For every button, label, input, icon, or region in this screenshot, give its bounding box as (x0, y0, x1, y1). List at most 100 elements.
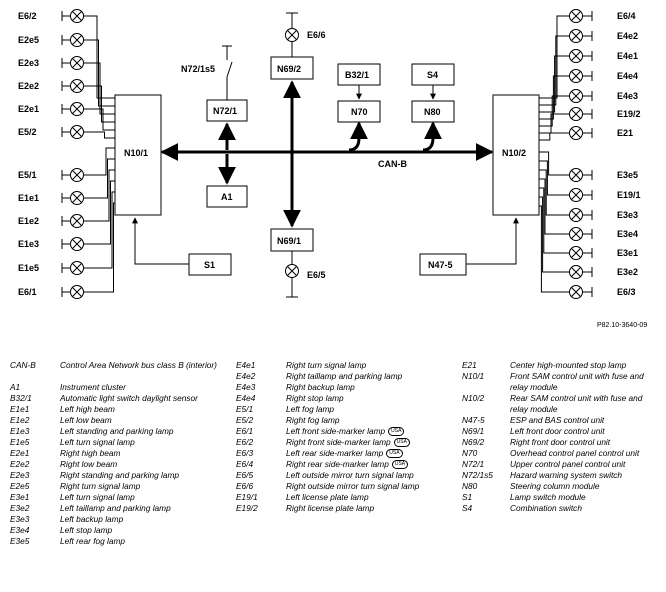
module-s4-label: S4 (427, 70, 438, 80)
legend-code: E4e1 (236, 360, 256, 370)
legend-description-text: Left turn signal lamp (60, 492, 135, 502)
module-n70-label: N70 (351, 107, 368, 117)
legend-code: N69/1 (462, 426, 485, 436)
lamp-cross (72, 58, 82, 68)
legend-description-text: Steering column module (510, 481, 600, 491)
legend-description: Right low beam (60, 459, 220, 470)
legend-code: N69/2 (462, 437, 485, 447)
lamp-label: E2e5 (18, 35, 39, 45)
legend-description: Left outside mirror turn signal lamp (286, 470, 446, 481)
legend-description-text: Lamp switch module (510, 492, 586, 502)
module-s1-label: S1 (204, 260, 215, 270)
lamp-cross (571, 11, 581, 21)
lamp-cross (571, 109, 581, 119)
legend-description-text: Left low beam (60, 415, 112, 425)
module-n72-1-label: N72/1 (213, 106, 237, 116)
legend-code: E2e2 (10, 459, 30, 469)
legend-code: E1e1 (10, 404, 30, 414)
lamp-cross (72, 239, 82, 249)
legend-description: Right turn signal lamp (286, 360, 446, 371)
legend-description: Instrument cluster (60, 382, 220, 393)
legend-code: E6/5 (236, 470, 254, 480)
module-a1 (206, 185, 248, 208)
legend-description-text: Right rear side-marker lamp (286, 459, 389, 469)
module-n10-2 (492, 94, 540, 216)
lamp-e6-5-label: E6/5 (307, 270, 326, 280)
module-n10-1-label: N10/1 (124, 148, 148, 158)
legend-description: Left fog lamp (286, 404, 446, 415)
module-n69-1-label: N69/1 (277, 236, 301, 246)
module-n69-2 (270, 56, 314, 80)
legend-description: Combination switch (510, 503, 662, 514)
legend-entry: E19/2 Right license plate lamp (236, 503, 446, 514)
lamp-wire (539, 151, 570, 176)
lamp-label: E1e3 (18, 239, 39, 249)
legend-description: Rear SAM control unit with fuse and rela… (510, 393, 662, 415)
legend-description-text: Control Area Network bus class B (interi… (60, 360, 217, 370)
lamp-label: E5/1 (18, 170, 37, 180)
legend-description-text: Left rear side-marker lamp (286, 448, 384, 458)
usa-badge-icon: USA (386, 449, 403, 459)
lamp-cross (72, 35, 82, 45)
legend-entry: E5/1 Left fog lamp (236, 404, 446, 415)
legend-code: N47-5 (462, 415, 485, 425)
lamp-label: E21 (617, 128, 633, 138)
legend-description: Right backup lamp (286, 382, 446, 393)
lamp-cross (72, 127, 82, 137)
lamp-label: E6/1 (18, 287, 37, 297)
legend-description-text: Right license plate lamp (286, 503, 375, 513)
lamp-wire (83, 169, 115, 222)
legend-description-text: Right fog lamp (286, 415, 340, 425)
lamp-cross (571, 31, 581, 41)
legend-description: Upper control panel control unit (510, 459, 662, 470)
legend-code: E4e4 (236, 393, 256, 403)
module-n10-1 (114, 94, 162, 216)
legend-code: E6/3 (236, 448, 254, 458)
legend-description-text: Right low beam (60, 459, 118, 469)
lamp-label: E3e3 (617, 210, 638, 220)
legend-description-text: Left backup lamp (60, 514, 124, 524)
lamp-wire (539, 178, 570, 235)
legend-description-text: Automatic light switch daylight sensor (60, 393, 198, 403)
legend-description: Left low beam (60, 415, 220, 426)
lamp-label: E6/2 (18, 11, 37, 21)
lamp-wire (83, 131, 115, 139)
lamp-cross (571, 248, 581, 258)
legend-description: Right standing and parking lamp (60, 470, 220, 481)
lamp-cross (72, 287, 82, 297)
legend-code: S1 (462, 492, 473, 502)
link-n70-bus (348, 121, 368, 152)
legend-code: E4e2 (236, 371, 256, 381)
lamp-wire (539, 55, 570, 113)
legend-code: E6/4 (236, 459, 254, 469)
legend-code: E19/2 (236, 503, 258, 513)
module-n80-label: N80 (424, 107, 441, 117)
legend-code: E5/2 (236, 415, 254, 425)
legend-code: E1e3 (10, 426, 30, 436)
legend-description: Front SAM control unit with fuse and rel… (510, 371, 662, 393)
legend-description: Left taillamp and parking lamp (60, 503, 220, 514)
legend-description-text: Left front side-marker lamp (286, 426, 386, 436)
legend-code: E5/1 (236, 404, 254, 414)
legend-code: E3e4 (10, 525, 30, 535)
